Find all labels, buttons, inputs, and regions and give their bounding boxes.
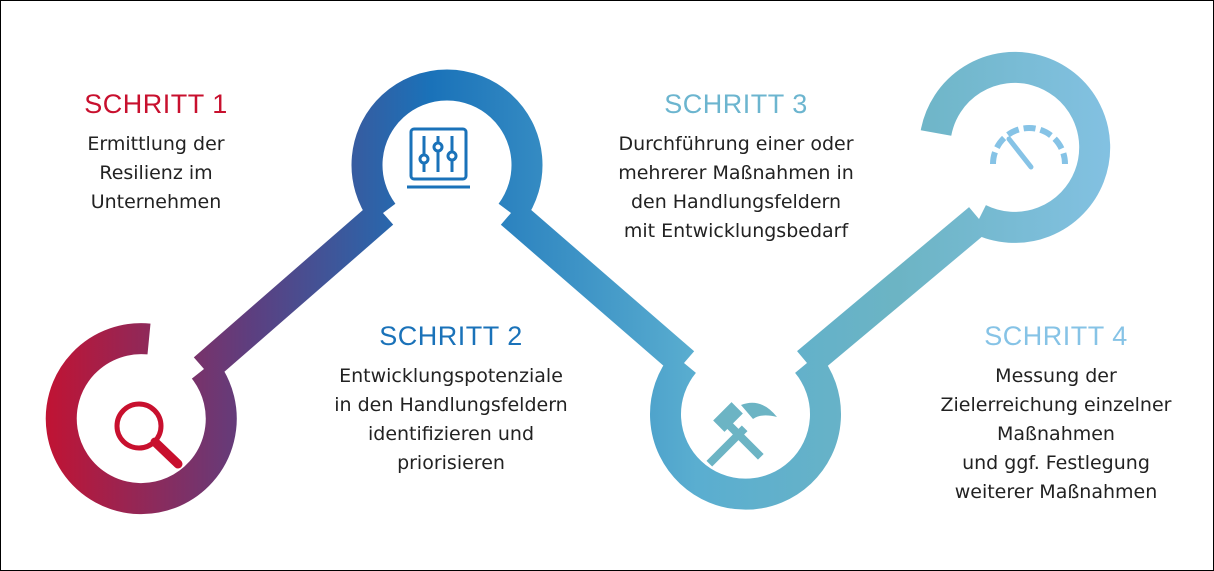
step-1-ring <box>45 323 237 515</box>
gauge-needle <box>1006 136 1034 170</box>
step-2-title: SCHRITT 2 <box>379 321 523 351</box>
step-2-ring <box>351 69 543 223</box>
step-1-line: Ermittlung der <box>87 133 225 155</box>
step-1-title: SCHRITT 1 <box>84 89 228 119</box>
step-4-line: Messung der <box>995 365 1117 387</box>
step-3-title: SCHRITT 3 <box>664 89 808 119</box>
connector-2-3 <box>500 201 695 375</box>
step-1-description: Ermittlung der Resilienz im Unternehmen <box>56 130 256 217</box>
step-2-line: identifizieren und <box>367 423 535 445</box>
step-2-line: Entwicklungspotenziale <box>339 365 563 387</box>
step-2-description: Entwicklungspotenziale in den Handlungsf… <box>301 362 601 478</box>
step-1-line: Resilienz im <box>99 162 213 184</box>
sliders-icon <box>407 127 470 189</box>
step-2: SCHRITT 2 Entwicklungspotenziale in den … <box>301 321 601 478</box>
connector-1-2 <box>193 201 394 381</box>
step-4-title: SCHRITT 4 <box>984 321 1128 351</box>
step-1: SCHRITT 1 Ermittlung der Resilienz im Un… <box>56 89 256 217</box>
step-4-ring <box>920 51 1111 243</box>
step-2-line: in den Handlungsfeldern <box>334 394 568 416</box>
step-4-line: Maßnahmen <box>997 423 1115 445</box>
step-1-line: Unternehmen <box>90 191 222 213</box>
magnifier-icon <box>114 401 183 469</box>
connector-3-4 <box>797 207 989 375</box>
step-4: SCHRITT 4 Messung der Zielerreichung ein… <box>911 321 1201 507</box>
step-3-line: Durchführung einer oder <box>618 133 854 155</box>
step-3-description: Durchführung einer oder mehrerer Maßnahm… <box>581 130 891 246</box>
gauge-icon <box>990 125 1068 165</box>
step-3-line: mehrerer Maßnahmen in <box>618 162 854 184</box>
step-4-line: weiterer Maßnahmen <box>954 481 1158 503</box>
step-3-line: mit Entwicklungsbedarf <box>623 220 849 242</box>
step-3-line: den Handlungsfeldern <box>630 191 842 213</box>
step-4-line: und ggf. Festlegung <box>962 452 1150 474</box>
step-4-line: Zielerreichung einzelner <box>940 394 1172 416</box>
step-4-description: Messung der Zielerreichung einzelner Maß… <box>911 362 1201 507</box>
step-3-ring <box>650 353 841 510</box>
step-2-line: priorisieren <box>397 452 505 474</box>
tools-icon <box>706 402 777 467</box>
step-3: SCHRITT 3 Durchführung einer oder mehrer… <box>581 89 891 246</box>
